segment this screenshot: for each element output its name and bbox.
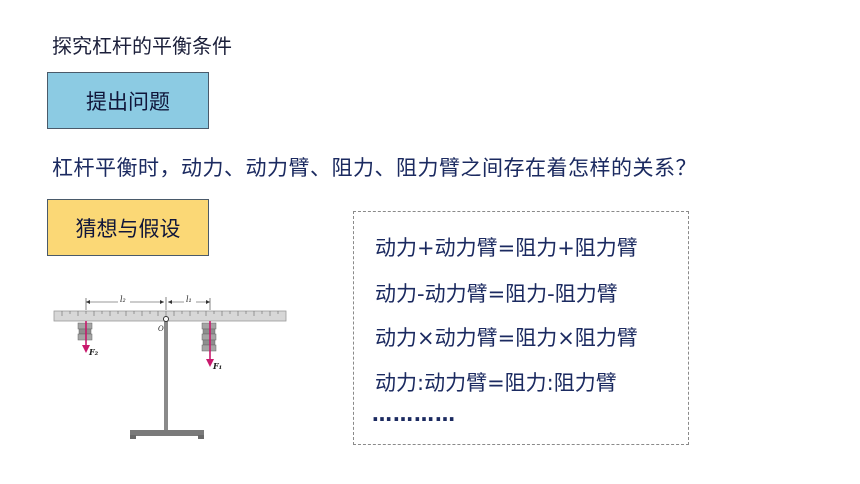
lever-ruler <box>53 310 287 322</box>
arm-left-label: l₂ <box>120 295 126 304</box>
arm-right-label: l₁ <box>186 295 192 304</box>
pivot-label: O <box>158 325 164 333</box>
hypothesis-1: 动力+动力臂=阻力+阻力臂 <box>375 236 638 260</box>
slide-title: 探究杠杆的平衡条件 <box>52 34 232 58</box>
stand-base <box>130 430 204 436</box>
section-label-question: 提出问题 <box>47 72 209 129</box>
hypothesis-3: 动力×动力臂=阻力×阻力臂 <box>375 326 638 350</box>
force-left-label: F₂ <box>88 347 99 357</box>
hypothesis-2: 动力-动力臂=阻力-阻力臂 <box>375 282 618 306</box>
stand-pole <box>164 315 168 433</box>
hypothesis-4: 动力:动力臂=阻力:阻力臂 <box>375 371 617 395</box>
pivot <box>163 316 169 322</box>
question-text: 杠杆平衡时，动力、动力臂、阻力、阻力臂之间存在着怎样的关系？ <box>52 156 697 180</box>
ellipsis: ………… <box>372 402 456 426</box>
force-right-label: F₁ <box>212 361 222 371</box>
hypotheses-box: 动力+动力臂=阻力+阻力臂 动力-动力臂=阻力-阻力臂 动力×动力臂=阻力×阻力… <box>353 211 689 445</box>
weights-left <box>77 322 93 341</box>
weights-right <box>201 322 217 352</box>
section-label-hypothesis: 猜想与假设 <box>47 199 209 256</box>
lever-diagram: O l₂ l₁ F₂ F₁ <box>53 295 287 439</box>
